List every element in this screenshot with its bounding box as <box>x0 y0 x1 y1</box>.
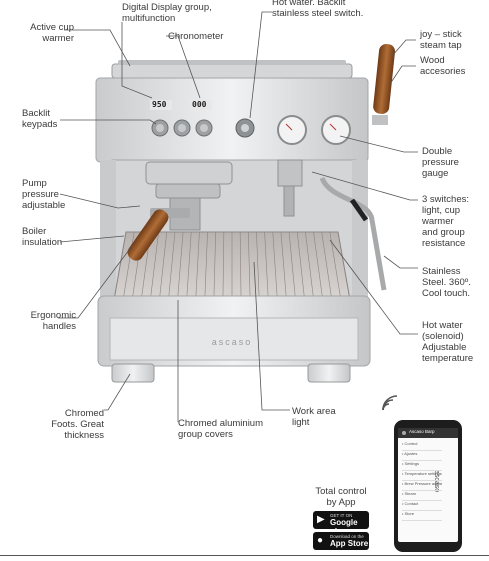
phone-menu-item: • Settings <box>402 461 442 471</box>
hot-water-spout <box>277 159 303 217</box>
group-head <box>145 161 233 231</box>
drip-tray <box>97 231 371 367</box>
phone <box>394 420 462 552</box>
label-joystick: joy – stick steam tap <box>420 29 462 51</box>
phone-menu-item: • Contact <box>402 501 442 511</box>
apple-icon: ● <box>317 535 324 546</box>
phone-menu-item: • Store <box>402 511 442 521</box>
label-hot-water-switch: Hot water. Backlit stainless steel switc… <box>272 0 364 19</box>
app-store-small: Download on the <box>330 534 364 539</box>
phone-menu-item: • Steam <box>402 491 442 501</box>
phone-header: Ascaso Barp <box>409 429 435 434</box>
left-foot <box>111 363 155 383</box>
google-play-badge[interactable]: ▶ GET IT ON Google play <box>313 511 369 536</box>
label-backlit-keypads: Backlit keypads <box>22 108 58 130</box>
phone-menu: • Control• Ajustes• Settings• Temperatur… <box>402 441 442 521</box>
label-double-gauge: Double pressure gauge <box>422 146 459 179</box>
label-active-cup-warmer: Active cup warmer <box>30 22 74 44</box>
phone-menu-item: • Ajustes <box>402 451 442 461</box>
label-digital-display: Digital Display group, multifunction <box>122 2 212 24</box>
label-wood: Wood accesories <box>420 55 466 77</box>
hot-water-switch <box>235 118 255 138</box>
label-pump-pressure: Pump pressure adjustable <box>22 178 66 211</box>
app-store-badge[interactable]: ● Download on the App Store <box>313 532 369 550</box>
display-right: 000 <box>192 100 207 109</box>
cup-warmer <box>111 60 353 79</box>
keypad <box>151 119 213 137</box>
label-chromed-group-covers: Chromed aluminium group covers <box>178 418 264 440</box>
joystick-handle <box>373 44 396 114</box>
label-hot-water-solenoid: Hot water (solenoid) Adjustable temperat… <box>422 320 474 364</box>
steam-wand <box>319 115 388 291</box>
portafilter-handle <box>127 209 169 261</box>
label-ergonomic-handles: Ergonomic handles <box>30 310 76 332</box>
google-play-small: GET IT ON <box>330 513 353 518</box>
label-work-area-light: Work area light <box>292 406 336 428</box>
label-three-switches: 3 switches: light, cup warmer and group … <box>422 194 469 249</box>
brand-plate: ascaso <box>212 337 253 347</box>
leader-lines <box>58 11 418 422</box>
phone-menu-item: • Brew Pressure adjustment <box>402 481 442 491</box>
label-chromed-feet: Chromed Foots. Great thickness <box>51 408 104 441</box>
bottom-rule <box>0 555 489 556</box>
phone-menu-item: • Temperature settings <box>402 471 442 481</box>
label-boiler-insulation: Boiler insulation <box>22 226 63 248</box>
phone-menu-item: • Control <box>402 441 442 451</box>
label-chronometer: Chronometer <box>168 31 224 42</box>
label-total-control: Total control by App <box>315 486 367 508</box>
app-store-label: App Store <box>330 539 369 548</box>
display-left-bg <box>150 100 172 110</box>
display-right-bg <box>190 100 212 110</box>
right-foot <box>307 363 351 383</box>
wifi-icon <box>382 395 398 411</box>
play-icon: ▶ <box>317 514 325 525</box>
label-stainless-steel: Stainless Steel. 360º. Cool touch. <box>422 266 471 299</box>
google-play-label: Google play <box>330 518 358 536</box>
display-left: 950 <box>152 100 167 109</box>
